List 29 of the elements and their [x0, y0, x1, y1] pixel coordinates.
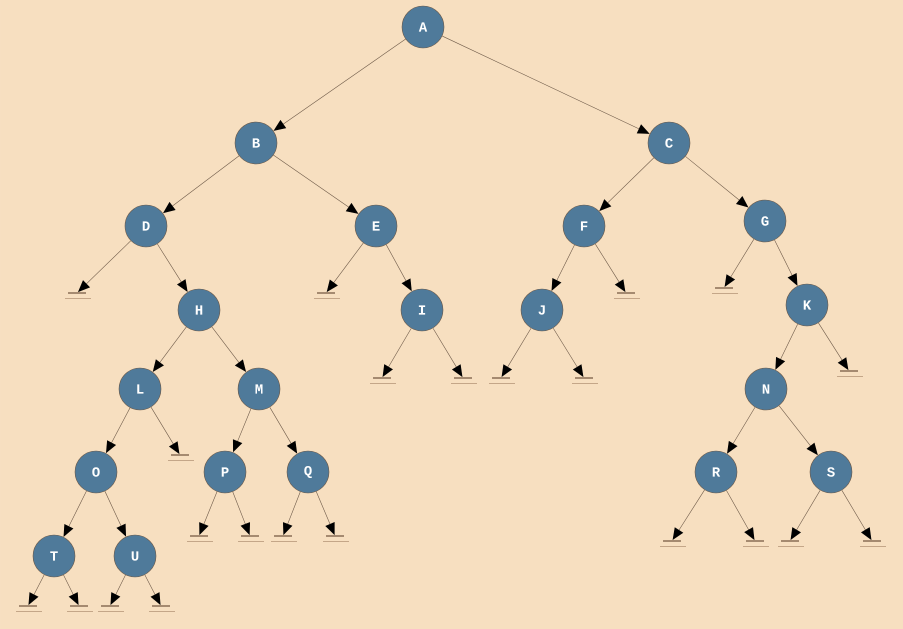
arrow: [274, 38, 406, 131]
null-ground-symbol: [451, 377, 477, 384]
arrow: [273, 154, 358, 214]
null-ground-symbol: [778, 540, 804, 547]
arrow: [774, 240, 798, 286]
arrow: [552, 244, 575, 291]
null-ground-symbol: [860, 540, 886, 547]
arrow: [64, 490, 87, 537]
null-ground-symbol: [168, 454, 194, 461]
null-ground-symbol: [614, 292, 640, 299]
null-ground-symbol: [837, 370, 863, 377]
null-ground-symbol: [271, 535, 297, 542]
null-ground-symbol: [65, 292, 91, 299]
null-ground-symbol: [149, 605, 175, 612]
null-ground-symbol: [489, 377, 515, 384]
null-ground-symbol: [370, 377, 396, 384]
arrow: [152, 326, 187, 372]
null-ground-symbol: [187, 535, 213, 542]
null-ground-symbol: [660, 540, 686, 547]
null-ground-symbol: [314, 292, 340, 299]
null-ground-symbol: [98, 605, 124, 612]
null-ground-symbol: [323, 535, 349, 542]
arrow: [157, 244, 188, 292]
null-ground-symbol: [743, 540, 769, 547]
null-ground-symbol: [67, 605, 93, 612]
null-ground-symbol: [238, 535, 264, 542]
null-ground-symbol: [572, 377, 598, 384]
null-ground-symbol: [16, 605, 42, 612]
null-ground-symbol: [712, 287, 738, 294]
